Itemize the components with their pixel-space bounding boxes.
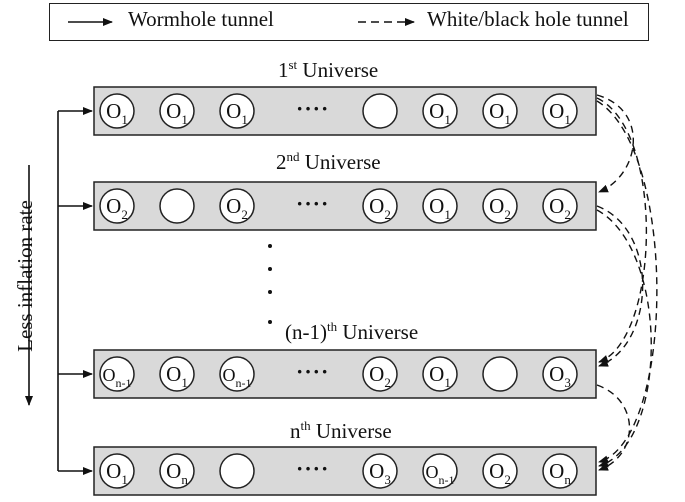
whitehole-tunnels [596, 94, 658, 471]
cell-circle [219, 93, 255, 129]
universe-label-n: nth Universe [290, 418, 392, 443]
ellipsis-universe-1: ···· [296, 96, 330, 121]
cell-label: On-1 [425, 462, 455, 487]
cell-circle [482, 93, 518, 129]
cell-label: On [166, 459, 188, 487]
cell-label: O1 [549, 99, 571, 127]
cell-circle [219, 188, 255, 224]
universe-label-1: 1st Universe [278, 57, 379, 82]
ellipsis-universe-n: ···· [296, 456, 330, 481]
cell-label: O1 [429, 362, 451, 390]
cell-label: O2 [369, 194, 391, 222]
cell-circle [542, 188, 578, 224]
cell-label: O1 [226, 99, 248, 127]
universe-label-2: 2nd Universe [276, 149, 381, 174]
cell-circle [542, 93, 578, 129]
ellipsis-universe-n-1: ···· [296, 359, 330, 384]
cell-label: O3 [549, 362, 571, 390]
cell-circle [422, 93, 458, 129]
cell-circle [422, 188, 458, 224]
cell-circle [362, 93, 398, 129]
cell-label: On-1 [102, 365, 132, 390]
cell-label: On-1 [222, 365, 252, 390]
cell-circle [482, 356, 518, 392]
legend-wormhole-label: Wormhole tunnel [128, 7, 274, 31]
ellipsis-universe-2: ···· [296, 191, 330, 216]
cell-label: O2 [106, 194, 128, 222]
cell-circle [422, 453, 458, 489]
cell-circle [159, 93, 195, 129]
cell-circle [159, 188, 195, 224]
cell-circle [482, 188, 518, 224]
cell-circle [362, 356, 398, 392]
legend-box [49, 3, 649, 41]
cell-label: On [549, 459, 571, 487]
cell-circle [99, 453, 135, 489]
cell-circle [159, 356, 195, 392]
cell-circle [482, 453, 518, 489]
cell-circle [99, 356, 135, 392]
circles-universe-2 [99, 188, 578, 224]
cell-label: O1 [166, 99, 188, 127]
cell-circle [159, 453, 195, 489]
circles-universe-n-1 [99, 356, 578, 392]
cell-circle [362, 188, 398, 224]
cell-circle [99, 93, 135, 129]
cell-label: O1 [429, 99, 451, 127]
cell-label: O2 [226, 194, 248, 222]
wormhole-connector [57, 107, 93, 475]
cell-label: O1 [106, 459, 128, 487]
cell-label: O3 [369, 459, 391, 487]
legend-whitehole-label: White/black hole tunnel [427, 7, 629, 31]
cell-label: O1 [429, 194, 451, 222]
cell-circle [219, 356, 255, 392]
universe-label-n-1: (n-1)th Universe [285, 319, 419, 344]
cell-circle [219, 453, 255, 489]
circles-universe-n [99, 453, 578, 489]
circles-universe-1 [99, 93, 578, 129]
cell-circle [99, 188, 135, 224]
cell-label: O1 [166, 362, 188, 390]
cell-label: O2 [489, 459, 511, 487]
cell-label: O2 [549, 194, 571, 222]
cell-circle [542, 356, 578, 392]
cell-label: O2 [369, 362, 391, 390]
cell-circle [542, 453, 578, 489]
cell-label: O1 [106, 99, 128, 127]
cell-circle [422, 356, 458, 392]
cell-label: O2 [489, 194, 511, 222]
cell-label: O1 [489, 99, 511, 127]
vertical-ellipsis [268, 244, 272, 324]
cell-circle [362, 453, 398, 489]
